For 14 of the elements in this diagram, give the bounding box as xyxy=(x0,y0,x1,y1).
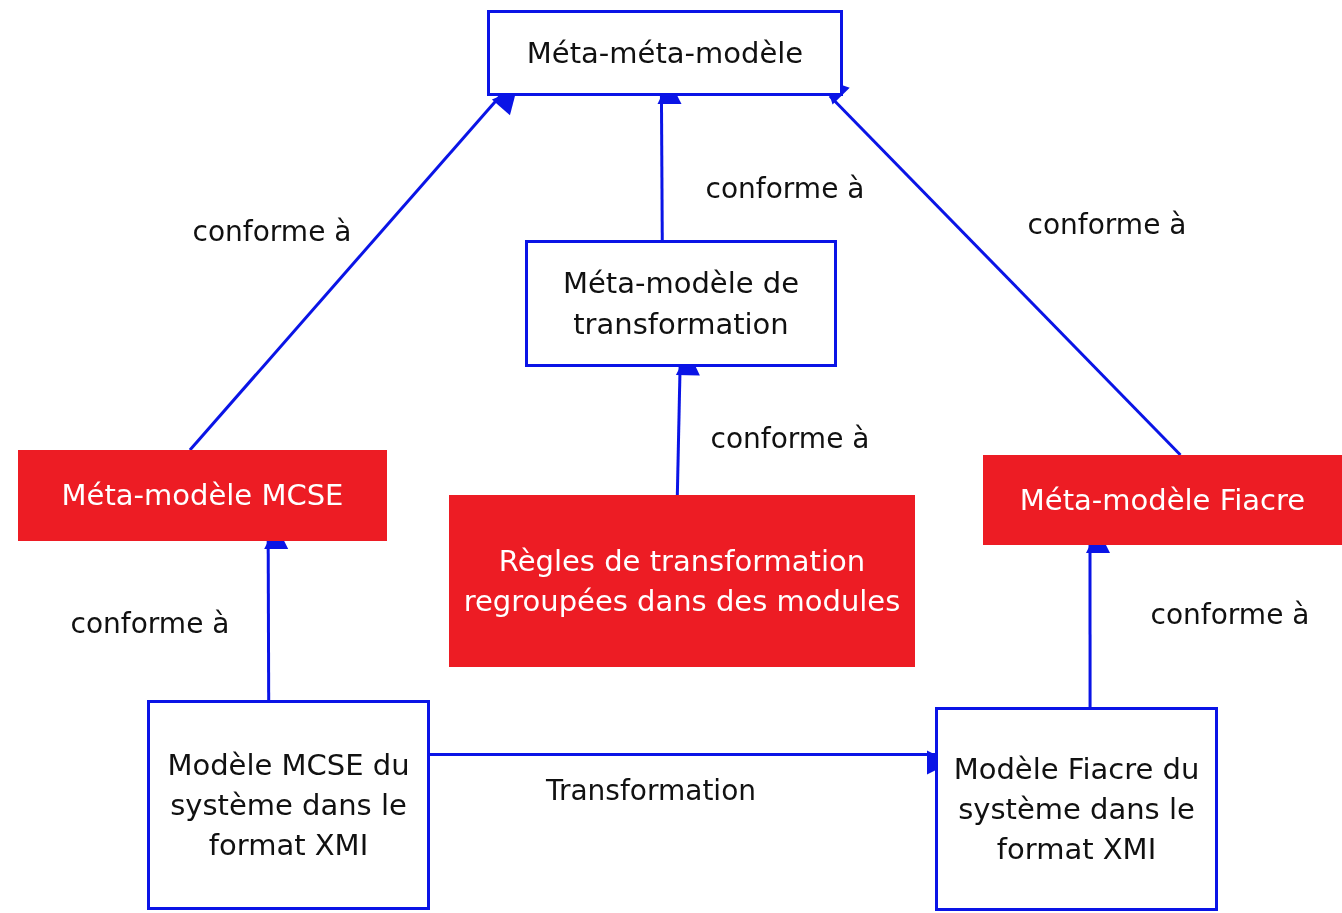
highlighted-box xyxy=(18,450,387,541)
process-box xyxy=(147,700,430,910)
process-box xyxy=(525,240,837,367)
highlighted-box xyxy=(449,495,915,667)
process-box xyxy=(935,707,1218,911)
process-box xyxy=(487,10,843,96)
box-label: Modèle MCSE du système dans le format XMI xyxy=(166,746,411,864)
box-label: Méta-modèle de transformation xyxy=(561,265,801,343)
highlighted-box xyxy=(983,455,1342,545)
box-label: Méta-méta-modèle xyxy=(526,35,804,72)
box-label: Modèle Fiacre du système dans le format XMI xyxy=(952,750,1201,868)
box-label: Méta-modèle MCSE xyxy=(61,477,344,515)
box-label: Méta-modèle Fiacre xyxy=(1019,482,1306,519)
box-label: Règles de transformation regroupées dans des modules xyxy=(462,543,902,620)
